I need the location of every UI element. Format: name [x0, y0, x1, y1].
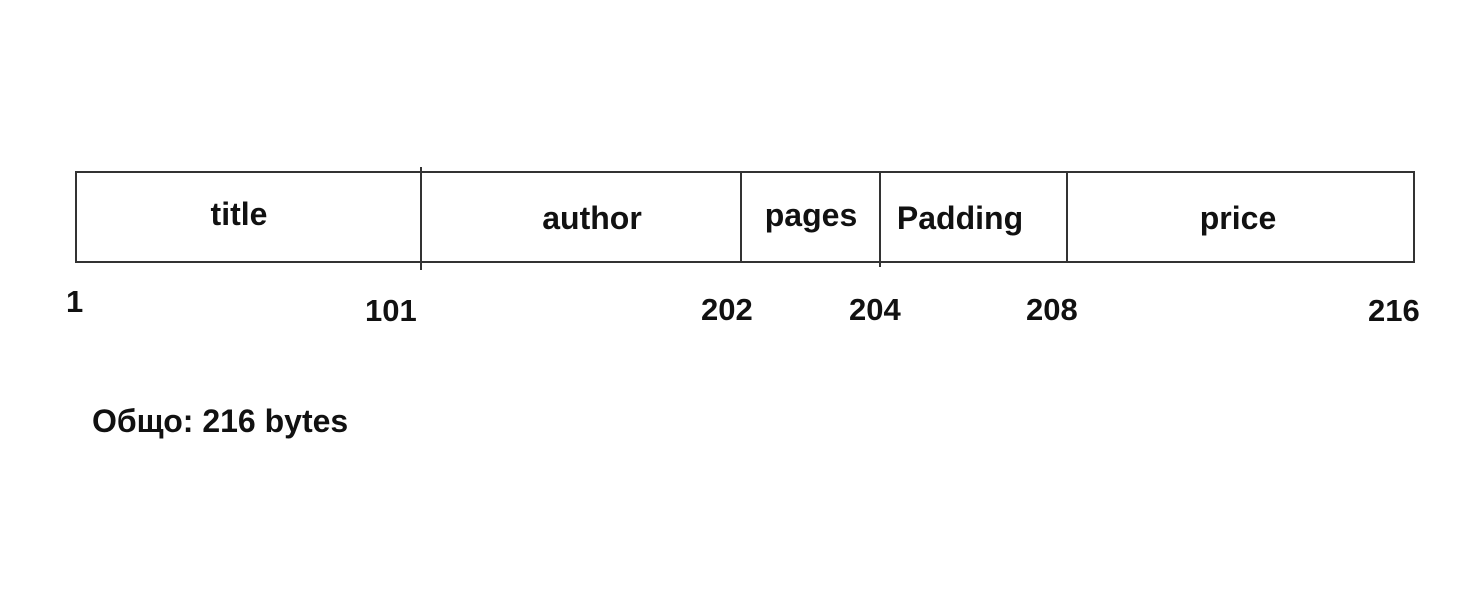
- offset-label-padding-end: 208: [1026, 292, 1078, 327]
- field-padding-label: Padding: [896, 200, 1024, 236]
- field-title-label: title: [210, 196, 268, 232]
- divider-title-author: [420, 167, 422, 270]
- total-size-label: Общо: 216 bytes: [92, 403, 349, 439]
- field-pages-label: pages: [764, 197, 858, 233]
- struct-layout-bar: [75, 171, 1415, 263]
- field-author-label: author: [542, 200, 642, 236]
- divider-pages-padding: [879, 171, 881, 267]
- field-price-label: price: [1199, 200, 1277, 236]
- offset-label-pages-end: 204: [849, 292, 901, 327]
- offset-label-title-end: 101: [365, 293, 417, 328]
- offset-label-author-end: 202: [701, 292, 753, 327]
- divider-author-pages: [740, 171, 742, 263]
- offset-label-start: 1: [66, 284, 84, 319]
- offset-label-price-end: 216: [1368, 293, 1420, 328]
- divider-padding-price: [1066, 171, 1068, 263]
